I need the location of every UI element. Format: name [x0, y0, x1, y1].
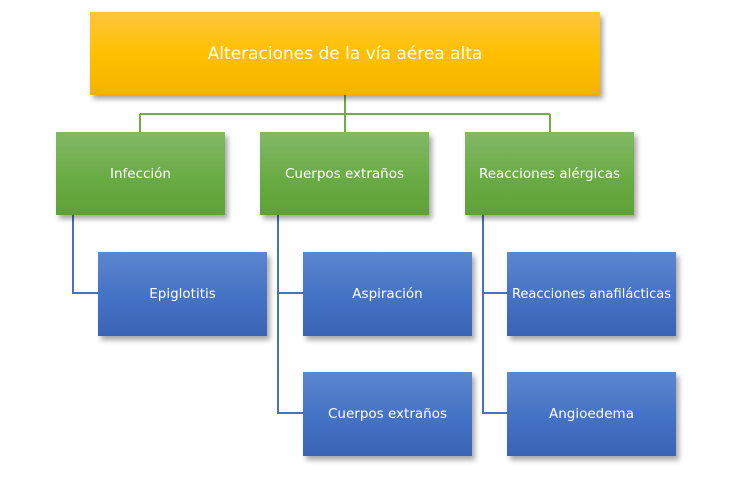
category-infeccion: Infección: [56, 132, 225, 215]
category-label: Cuerpos extraños: [284, 165, 404, 182]
leaf-label: Aspiración: [352, 286, 423, 302]
leaf-label: Cuerpos extraños: [327, 406, 447, 422]
root-node: Alteraciones de la vía aérea alta: [90, 12, 600, 95]
leaf-label: Reacciones anafilácticas: [511, 286, 672, 302]
leaf-label: Angioedema: [549, 406, 634, 422]
green-connectors: [139, 95, 551, 132]
root-label: Alteraciones de la vía aérea alta: [207, 43, 483, 64]
leaf-reacciones-anafilacticas: Reacciones anafilácticas: [507, 252, 676, 336]
blue-connectors: [72, 215, 507, 414]
category-label: Reacciones alérgicas: [478, 165, 621, 182]
category-cuerpos-extranos: Cuerpos extraños: [260, 132, 429, 215]
leaf-angioedema: Angioedema: [507, 372, 676, 456]
leaf-label: Epiglotitis: [149, 286, 216, 302]
leaf-epiglotitis: Epiglotitis: [98, 252, 267, 336]
leaf-aspiracion: Aspiración: [303, 252, 472, 336]
category-reacciones-alergicas: Reacciones alérgicas: [465, 132, 634, 215]
category-label: Infección: [109, 165, 171, 182]
leaf-cuerpos-extranos: Cuerpos extraños: [303, 372, 472, 456]
